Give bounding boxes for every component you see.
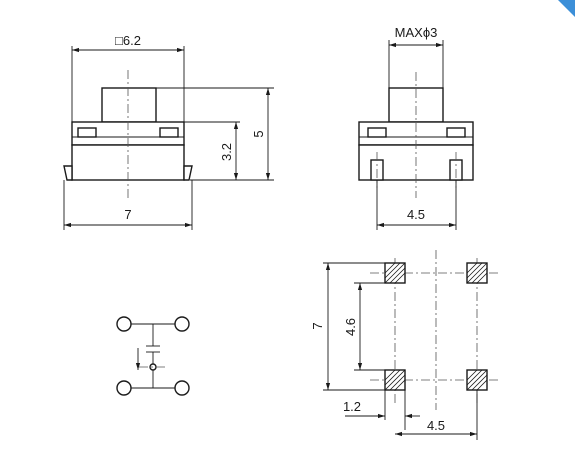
front-right-tab [159,127,179,138]
pad-bottom-left [384,369,406,391]
front-left-leg [63,165,73,181]
side-right-tab [446,127,466,138]
pad-top-left [384,262,406,284]
front-width-label: 7 [124,207,131,222]
front-left-tab [77,127,97,138]
front-base-height-label: 3.2 [219,143,234,161]
front-right-leg [183,165,193,181]
pcb-pitch-x-label: 4.5 [427,418,445,433]
side-pin-pitch-label: 4.5 [407,207,425,222]
brand-corner-mark [558,0,575,17]
pad-bottom-right [466,369,488,391]
pad-top-right [466,262,488,284]
switch-schematic-symbol [116,316,190,396]
front-height-label: 5 [251,130,266,137]
side-plunger-label: MAXϕ3 [395,25,438,40]
pcb-outer-pitch-label: 7 [310,322,325,329]
pcb-inner-pitch-label: 4.6 [343,318,358,336]
front-body-size-label: □6.2 [115,33,141,48]
front-view: □6.2 5 3.2 7 [63,33,274,230]
pcb-pad-size-label: 1.2 [343,399,361,414]
front-plunger [101,87,157,123]
pcb-footprint: 7 4.6 1.2 4.5 [310,250,500,440]
side-view: MAXϕ3 4.5 [358,25,474,230]
side-left-tab [367,127,387,138]
